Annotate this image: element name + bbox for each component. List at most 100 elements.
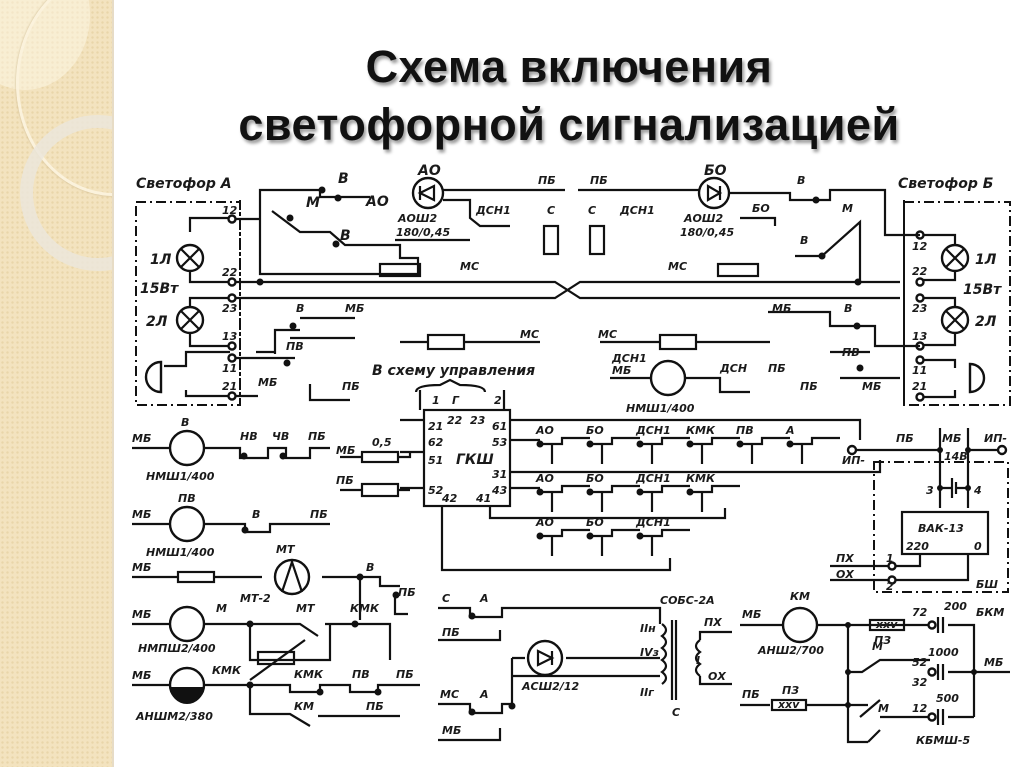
relay-km-coil	[781, 606, 819, 644]
wire-label-ms: МС	[598, 328, 617, 341]
lamp-cross	[945, 310, 965, 330]
wire-label-px: ПХ	[704, 616, 722, 629]
fuse-pz	[868, 618, 906, 632]
wire-label-px: ПХ	[836, 552, 854, 565]
signal-b-terminals	[915, 230, 925, 402]
pin-label: 61	[492, 420, 507, 433]
contact-label: ДСН1	[635, 424, 671, 437]
relay-ao-label: АО	[417, 163, 441, 179]
fuse-mark: ххv	[875, 618, 898, 631]
contact-label-pb: ПБ	[800, 380, 818, 393]
wire-label-mb: МБ	[132, 669, 151, 682]
relay-kmk-circuit	[132, 683, 420, 727]
gksh-block	[422, 408, 512, 508]
wire-label-ox: ОХ	[708, 670, 726, 683]
terminal-label: 21	[912, 380, 927, 393]
contact-node	[536, 532, 544, 540]
contact-label-mt: МТ	[296, 602, 316, 615]
gksh-g-label: Г	[452, 394, 460, 407]
resistor-value: 0,5	[372, 436, 392, 449]
wire-label-pb: ПБ	[336, 474, 354, 487]
relay-kmk-fill	[170, 687, 204, 704]
pin-label: 2	[494, 394, 502, 407]
wire-label-ms: МС	[460, 260, 479, 273]
winding-label: IIг	[640, 686, 655, 699]
relay-bo-coil	[697, 176, 731, 210]
power-terminal	[996, 444, 1008, 456]
relay-ao-coil	[411, 176, 445, 210]
contact-label-mb: МБ	[258, 376, 277, 389]
terminal-label: 13	[222, 330, 238, 343]
relay-pv-label: ПВ	[178, 492, 196, 505]
terminal-label: 52	[912, 656, 928, 669]
transformer-core	[670, 620, 678, 700]
terminal-label: 22	[912, 265, 928, 278]
contact-label-ao: АО	[365, 194, 389, 210]
terminal-ip: ИП-	[984, 432, 1007, 445]
terminal-label: 2	[886, 580, 894, 593]
terminal-label: 12	[912, 702, 928, 715]
thermal-relay-glyph	[280, 558, 304, 593]
terminal-label: 23	[912, 302, 928, 315]
relay-contact	[640, 436, 690, 446]
signal-b-title: Светофор Б	[898, 176, 993, 192]
signal-a-voltage: 15Вт	[140, 281, 179, 297]
signal-b-voltage: 15Вт	[963, 282, 1002, 298]
winding-label: IIн	[640, 622, 656, 635]
terminal-label: 22	[222, 266, 238, 279]
rectifier-220: 220	[906, 540, 929, 553]
wire-label-c: С	[442, 592, 450, 605]
relay-v-type: НМШ1/400	[146, 470, 215, 483]
relay-contact	[540, 436, 590, 446]
fuse-pz	[770, 698, 808, 712]
relay-bo-label: БО	[704, 163, 727, 179]
capacitor-500: 500	[936, 692, 959, 705]
crossed-bus-wires	[236, 280, 900, 300]
indicator-b-wires	[920, 358, 957, 399]
contact-label-a: А	[479, 592, 489, 605]
relay-kmk-type: АНШМ2/380	[135, 710, 213, 723]
pin-label: 21	[428, 420, 443, 433]
wire-label-ms: МС	[520, 328, 539, 341]
contact-label-m: М	[872, 640, 883, 653]
capacitor-1000: 1000	[928, 646, 959, 659]
contact-label-pv: ПВ	[286, 340, 304, 353]
contact-node	[586, 488, 594, 496]
contact-label-m: М	[306, 195, 320, 211]
contact-label-pb: ПБ	[366, 700, 384, 713]
relay-dsn-type: НМШ1/400	[626, 402, 695, 415]
rectifier-ac-input	[896, 554, 970, 582]
relay-kmk-label: КМК	[212, 664, 242, 677]
relay-ao-type: АОШ2	[397, 212, 437, 225]
relay-contact	[640, 484, 690, 494]
contact-label: ДСН1	[635, 472, 671, 485]
terminal-label: 21	[222, 380, 237, 393]
wire-label-dsn1: ДСН1	[619, 204, 655, 217]
relay-bo-type: АОШ2	[683, 212, 723, 225]
pin-label: 31	[492, 468, 507, 481]
contact-node	[636, 532, 644, 540]
wire-label-dsn1: ДСН1	[475, 204, 511, 217]
wire-label-ms: МС	[668, 260, 687, 273]
wire-label-mb: МБ	[742, 608, 761, 621]
wire-label-c: С	[547, 204, 555, 217]
fuse-label: ПЗ	[782, 684, 799, 697]
contact-label-v: В	[340, 228, 351, 244]
contact-label-v: В	[252, 508, 260, 521]
variable-resistor	[360, 482, 400, 498]
relay-km-type: АНШ2/700	[757, 644, 824, 657]
relay-pv-type: НМШ1/400	[146, 546, 215, 559]
relay-mt2-label: МТ-2	[240, 592, 271, 605]
relay-km-label: КМ	[790, 590, 810, 603]
battery-icon	[950, 478, 958, 498]
variable-resistor	[658, 333, 698, 351]
pin-label: 42	[441, 492, 458, 505]
capacitors	[927, 617, 945, 725]
relay-dsn-label: ДСН1	[611, 352, 647, 365]
contact-label-nv: НВ	[240, 430, 258, 443]
gksh-input-wires	[340, 452, 412, 492]
contact-node	[636, 488, 644, 496]
transformer-secondary-coil	[694, 630, 732, 686]
power-bus	[856, 428, 998, 508]
